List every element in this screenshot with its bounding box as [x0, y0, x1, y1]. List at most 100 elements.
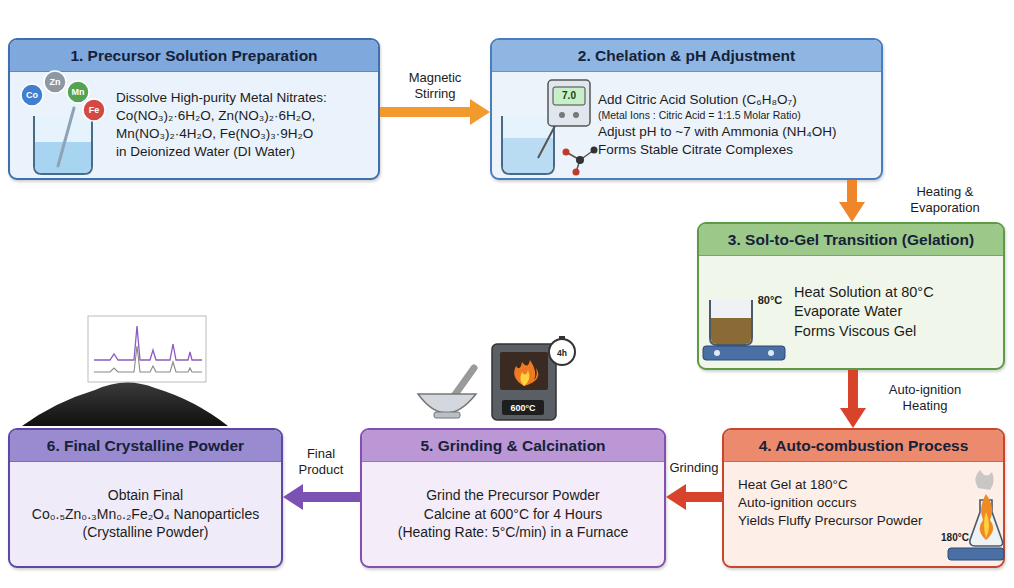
step-heading: 1. Precursor Solution Preparation	[10, 40, 378, 72]
ion-circle	[44, 71, 66, 93]
step-text: Heat Solution at 80°C	[794, 283, 997, 302]
edge-label: Heating & Evaporation	[890, 184, 1000, 217]
step-text: Co(NO₃)₂·6H₂O, Zn(NO₃)₂·6H₂O,	[116, 107, 372, 125]
step-text: in Deionized Water (DI Water)	[116, 143, 372, 161]
step-text: Evaporate Water	[794, 302, 997, 321]
process-box: 1. Precursor Solution PreparationDissolv…	[8, 38, 380, 180]
step-text: (Metal Ions : Citric Acid = 1:1.5 Molar …	[598, 109, 875, 123]
xrd-plot	[88, 316, 206, 382]
hotplate-icon	[710, 300, 752, 345]
ion-circle	[21, 71, 105, 121]
step-text: Mn(NO₃)₂·4H₂O, Fe(NO₃)₃·9H₂O	[116, 125, 372, 143]
step-text: Adjust pH to ~7 with Ammonia (NH₄OH)	[598, 123, 875, 141]
step-text: Obtain Final	[16, 486, 275, 504]
molecule-icon	[563, 147, 598, 176]
ion-circle	[83, 99, 105, 121]
process-arrow	[848, 370, 858, 408]
step-text: Yields Fluffy Precursor Powder	[738, 512, 947, 530]
process-box: 3. Sol-to-Gel Transition (Gelation) Heat …	[697, 222, 1005, 370]
mortar-icon	[418, 394, 476, 413]
molecule-icon	[563, 149, 570, 156]
step-text: Co₀.₅Zn₀.₃Mn₀.₂Fe₂O₄ Nanoparticles	[16, 505, 275, 523]
ph-meter-icon	[573, 112, 579, 118]
molecule-icon	[576, 156, 584, 164]
process-box: 5. Grinding & CalcinationGrind the Precu…	[360, 428, 666, 568]
furnace-icon	[520, 370, 529, 386]
step-heading: 4. Auto-combustion Process	[724, 430, 1003, 462]
timer-icon	[559, 336, 565, 340]
mortar-icon	[434, 412, 460, 418]
step-text: Grind the Precursor Powder	[368, 486, 658, 504]
combustion-icon	[984, 512, 989, 538]
powder-pile	[22, 382, 228, 426]
timer-icon	[549, 336, 575, 365]
combustion-icon	[970, 500, 1003, 546]
molecule-icon	[591, 147, 598, 154]
step-text: Forms Viscous Gel	[794, 322, 997, 341]
ph-meter-icon	[548, 80, 590, 126]
molecule-icon	[580, 150, 594, 160]
edge-label: Magnetic Stirring	[390, 70, 480, 103]
step-text: Auto-ignition occurs	[738, 494, 947, 512]
step-text: Add Citric Acid Solution (C₆H₈O₇)	[598, 91, 875, 109]
combustion-icon	[975, 470, 993, 490]
edge-label: Grinding	[666, 460, 722, 476]
furnace-icon	[492, 344, 556, 420]
xrd-plot	[88, 316, 206, 382]
beaker-icon	[58, 108, 74, 166]
furnace-icon	[502, 400, 544, 415]
furnace-icon	[492, 344, 556, 420]
step-text: Heat Gel at 180°C	[738, 476, 947, 494]
step-text: Forms Stable Citrate Complexes	[598, 141, 875, 159]
hotplate-icon	[768, 350, 774, 356]
step-text: (Crystalline Powder)	[16, 523, 275, 541]
beaker-icon	[502, 116, 554, 174]
timer-icon	[549, 339, 575, 365]
process-arrow	[303, 492, 360, 502]
ion-circle	[21, 84, 43, 106]
beaker-icon	[34, 108, 92, 174]
mortar-icon	[454, 368, 474, 396]
icon-label: 4h	[557, 349, 567, 358]
step-text: Dissolve High-purity Metal Nitrates:	[116, 89, 372, 107]
step-heading: 3. Sol-to-Gel Transition (Gelation)	[699, 224, 1003, 256]
molecule-icon	[566, 152, 580, 160]
process-box: 6. Final Crystalline PowderObtain FinalC…	[8, 428, 283, 568]
process-box: 2. Chelation & pH AdjustmentAdd Citric A…	[490, 38, 883, 180]
hotplate-icon	[711, 318, 751, 344]
step-text: (Heating Rate: 5°C/min) in a Furnace	[368, 523, 658, 541]
powder-pile	[22, 382, 228, 426]
process-arrow	[686, 492, 722, 502]
hotplate-icon	[703, 300, 785, 360]
ph-meter-icon	[538, 80, 590, 158]
process-arrow	[380, 107, 470, 117]
molecule-icon	[573, 169, 580, 176]
ph-meter-icon	[538, 124, 556, 158]
xrd-plot	[94, 326, 202, 360]
step-heading: 6. Final Crystalline Powder	[10, 430, 281, 462]
step-heading: 5. Grinding & Calcination	[362, 430, 664, 462]
molecule-icon	[576, 160, 580, 172]
step-heading: 2. Chelation & pH Adjustment	[492, 40, 881, 72]
ion-circle	[67, 81, 89, 103]
mortar-icon	[418, 368, 476, 418]
ph-meter-icon	[553, 87, 585, 105]
edge-label: Auto-ignition Heating	[875, 382, 975, 415]
ph-meter-icon	[559, 112, 565, 118]
xrd-plot	[94, 346, 202, 372]
beaker-icon	[503, 138, 553, 173]
furnace-icon	[500, 352, 548, 390]
combustion-icon	[980, 494, 994, 540]
furnace-icon	[514, 360, 538, 386]
combustion-icon	[948, 470, 1004, 560]
beaker-icon	[502, 116, 554, 174]
edge-label: Final Product	[286, 446, 356, 479]
combustion-icon	[948, 548, 1004, 560]
step-text: Calcine at 600°C for 4 Hours	[368, 505, 658, 523]
beaker-icon	[35, 142, 91, 173]
process-arrow	[847, 180, 857, 202]
hotplate-icon	[714, 350, 720, 356]
beaker-icon	[34, 116, 92, 174]
hotplate-icon	[703, 346, 785, 360]
icon-label: 600°C	[510, 404, 535, 413]
